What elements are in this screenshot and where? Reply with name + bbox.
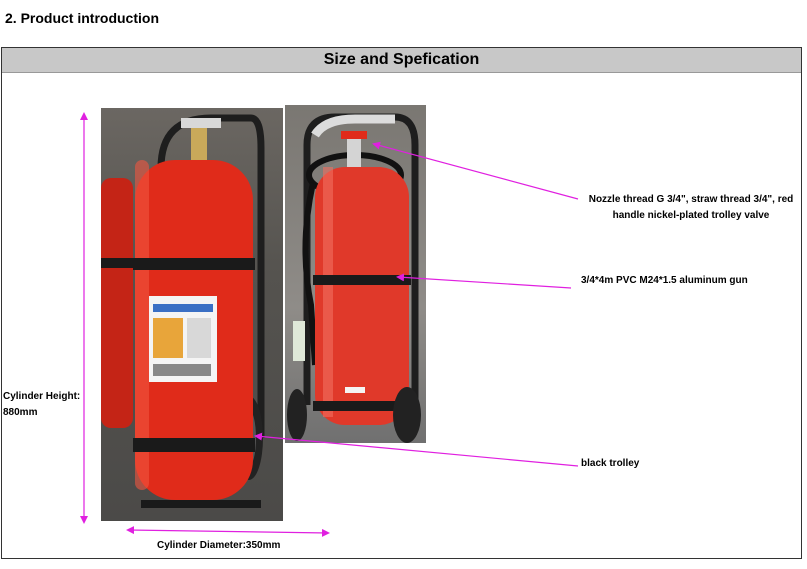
- extinguisher-side-photo: [285, 105, 426, 443]
- trolley-callout: black trolley: [581, 458, 640, 469]
- section-heading: 2. Product introduction: [5, 10, 159, 26]
- cylinder-height-label: Cylinder Height: 880mm: [3, 391, 81, 418]
- spec-banner: Size and Spefication: [2, 48, 801, 73]
- nozzle-callout: Nozzle thread G 3/4", straw thread 3/4",…: [588, 194, 794, 221]
- cylinder-diameter-label: Cylinder Diameter:350mm: [157, 540, 281, 551]
- spec-frame: Size and Spefication: [1, 47, 802, 559]
- gun-callout: 3/4*4m PVC M24*1.5 aluminum gun: [581, 275, 748, 286]
- extinguisher-front-photo: [101, 108, 283, 521]
